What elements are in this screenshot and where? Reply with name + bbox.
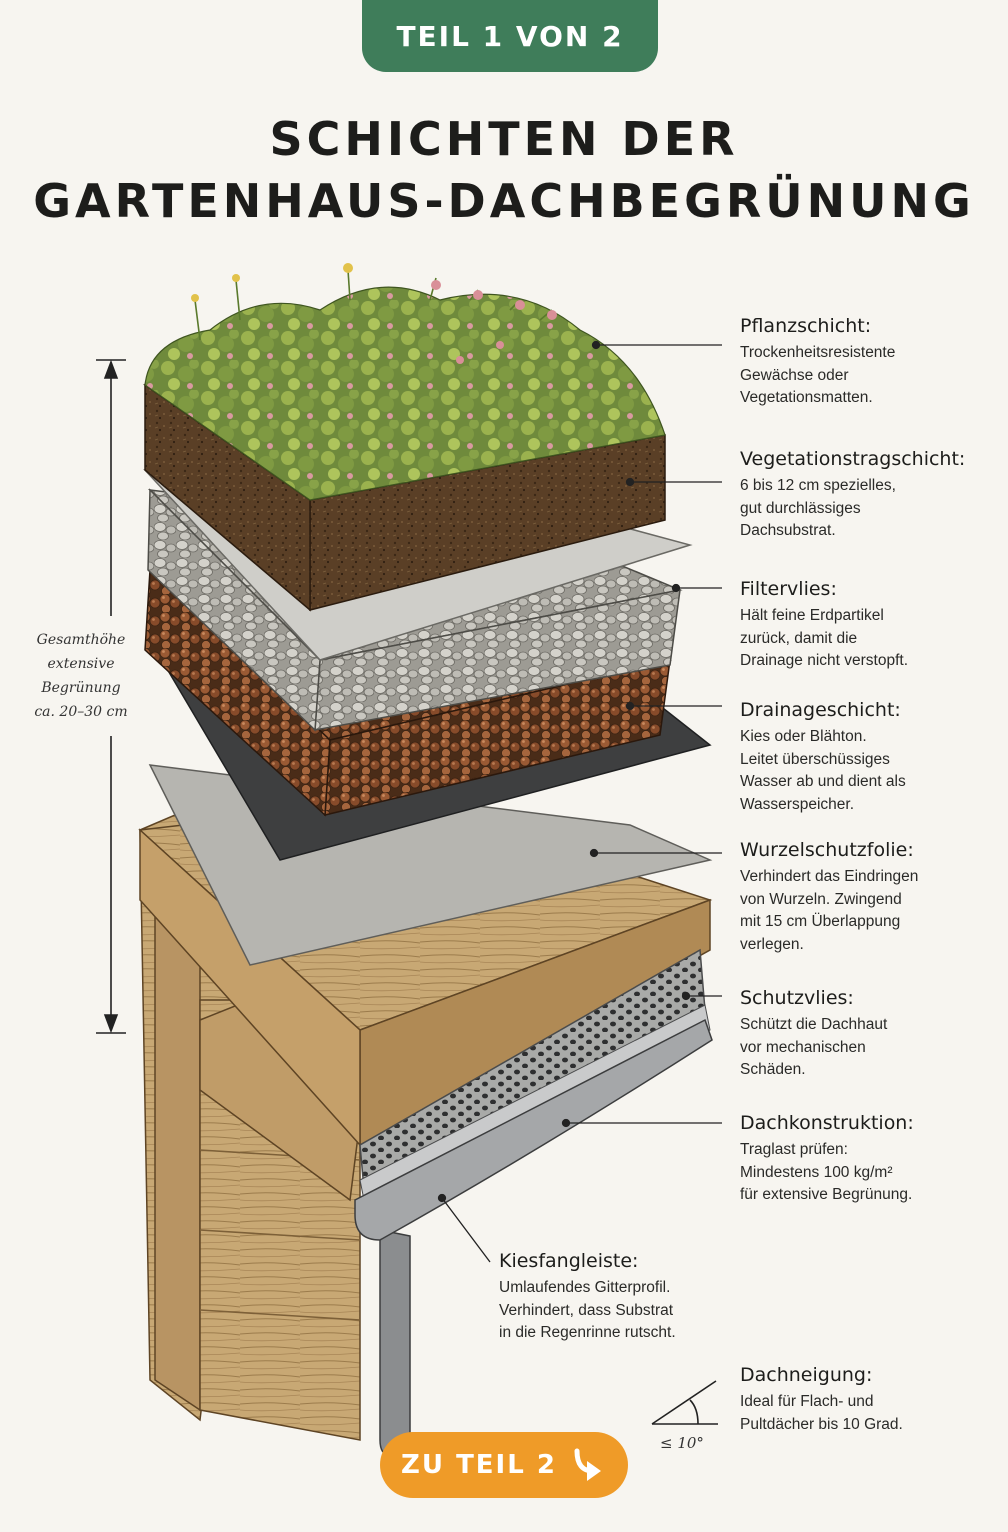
height-dimension-arrow [96,359,126,1034]
label-line: Verhindert das Eindringen [740,868,919,885]
label-line: Umlaufendes Gitterprofil. [499,1279,671,1296]
label-title: Kiesfangleiste: [499,1250,639,1272]
label-line: in die Regenrinne rutscht. [499,1324,676,1341]
label-title: Wurzelschutzfolie: [740,839,914,861]
label-line: verlegen. [740,935,804,953]
label-line: Schäden. [740,1061,806,1078]
label-vegetationstragschicht: Vegetationstragschicht: 6 bis 12 cm spez… [740,446,1000,543]
arrow-down-right-icon [574,1448,601,1481]
label-line: 6 bis 12 cm spezielles, [740,477,896,494]
label-line: gut durchlässiges [740,499,861,517]
label-title: Dachkonstruktion: [740,1112,914,1134]
vegetation-layer [144,263,666,501]
label-line: Pultdächer bis 10 Grad. [740,1415,903,1433]
label-line: Drainage nicht verstopft. [740,652,909,669]
label-title: Pflanzschicht: [740,315,872,337]
label-filtervlies: Filtervlies: Hält feine Erdpartikel zurü… [740,576,1000,673]
label-pflanzschicht: Pflanzschicht: Trockenheitsresistente Ge… [740,313,1000,410]
height-note-line-2: extensive [47,656,115,672]
label-line: für extensive Begrünung. [740,1186,913,1203]
title-line-1: SCHICHTEN DER [269,112,739,166]
page-title: SCHICHTEN DER GARTENHAUS-DACHBEGRÜNUNG [0,108,1008,232]
label-line: Wasser ab und dient als [740,773,906,790]
label-line: Mindestens 100 kg/m² [740,1163,893,1181]
label-line: zurück, damit die [740,629,858,647]
label-dachkonstruktion: Dachkonstruktion: Traglast prüfen: Minde… [740,1110,1000,1207]
label-title: Vegetationstragschicht: [740,448,966,470]
label-line: Leitet überschüssiges [740,750,890,768]
leader-lines [437,340,722,1263]
label-line: von Wurzeln. Zwingend [740,890,902,908]
next-part-button[interactable]: ZU TEIL 2 [380,1432,628,1498]
label-title: Dachneigung: [740,1364,873,1386]
label-kiesfangleiste: Kiesfangleiste: Umlaufendes Gitterprofil… [499,1248,734,1345]
label-dachneigung: Dachneigung: Ideal für Flach- und Pultdä… [740,1362,1000,1436]
label-line: Dachsubstrat. [740,522,836,539]
label-line: Ideal für Flach- und [740,1393,874,1410]
label-title: Schutzvlies: [740,987,854,1009]
label-line: vor mechanischen [740,1038,866,1056]
label-schutzvlies: Schutzvlies: Schützt die Dachhaut vor me… [740,985,1000,1082]
label-line: Gewächse oder [740,366,849,384]
label-line: Kies oder Blähton. [740,728,867,745]
gravel-guard-illustration [354,948,713,1241]
roof-angle-symbol [651,1380,718,1425]
label-title: Drainageschicht: [740,699,901,721]
part-badge: TEIL 1 VON 2 [362,0,658,72]
title-line-2: GARTENHAUS-DACHBEGRÜNUNG [33,174,975,228]
downpipe [379,1229,411,1457]
label-line: mit 15 cm Überlappung [740,913,901,930]
label-line: Verhindert, dass Substrat [499,1301,674,1319]
roof-angle-label: ≤ 10° [660,1434,704,1452]
label-line: Schützt die Dachhaut [740,1016,888,1033]
next-part-button-label: ZU TEIL 2 [401,1450,557,1480]
total-height-note: Gesamthöhe extensive Begrünung ca. 20–30… [22,628,140,724]
label-line: Traglast prüfen: [740,1141,848,1158]
label-title: Filtervlies: [740,578,837,600]
label-line: Trockenheitsresistente [740,344,896,361]
label-line: Vegetationsmatten. [740,389,873,406]
height-note-line-3: Begrünung [41,680,121,696]
label-line: Hält feine Erdpartikel [740,607,884,624]
label-drainageschicht: Drainageschicht: Kies oder Blähton. Leit… [740,697,1000,816]
height-note-line-4: ca. 20–30 cm [34,704,128,720]
height-note-line-1: Gesamthöhe [36,632,126,648]
label-wurzelschutzfolie: Wurzelschutzfolie: Verhindert das Eindri… [740,837,1000,956]
label-line: Wasserspeicher. [740,795,854,813]
